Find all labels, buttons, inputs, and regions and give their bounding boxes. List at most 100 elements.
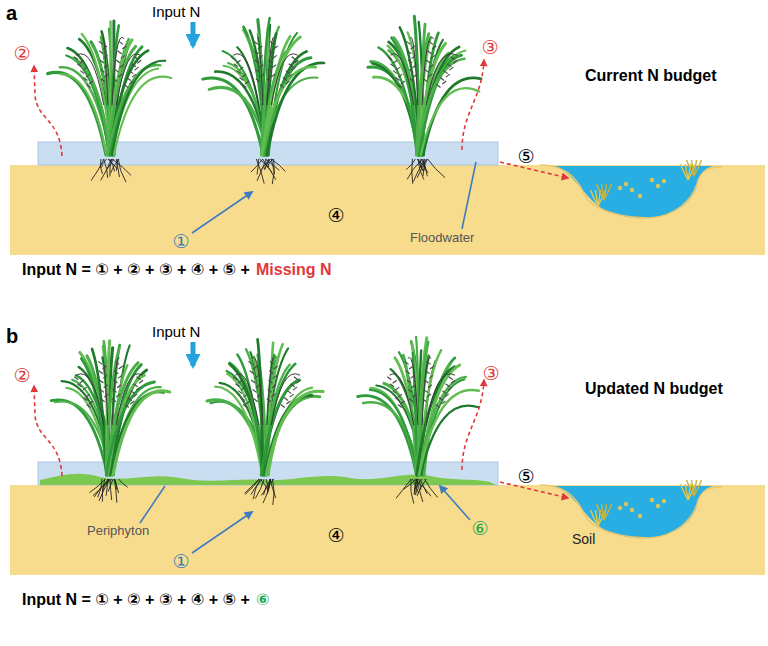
aquatic-frond bbox=[602, 184, 605, 200]
rice-panicle bbox=[231, 54, 259, 105]
rice-grain bbox=[441, 401, 445, 404]
rice-grain bbox=[84, 398, 88, 401]
rice-grain bbox=[291, 384, 295, 387]
rice-grain bbox=[257, 394, 261, 397]
rice-panicle bbox=[387, 374, 413, 425]
rice-grain bbox=[287, 391, 291, 394]
rice-leaf bbox=[265, 396, 319, 475]
algae-dot bbox=[638, 514, 642, 518]
rice-grain bbox=[113, 380, 117, 383]
rice-leaf bbox=[114, 77, 171, 155]
rice-grain bbox=[270, 361, 274, 364]
rice-grain bbox=[444, 71, 448, 74]
rice-grain bbox=[428, 385, 432, 388]
rice-grain bbox=[293, 387, 297, 390]
root bbox=[417, 159, 426, 178]
rice-grain bbox=[104, 65, 108, 68]
rice-grain bbox=[243, 405, 247, 408]
root bbox=[260, 479, 268, 490]
rice-grain bbox=[258, 46, 262, 49]
rice-grain bbox=[406, 371, 410, 374]
rice-grain bbox=[99, 380, 103, 383]
rice-grain bbox=[448, 387, 452, 390]
loss-arrow bbox=[34, 386, 62, 476]
rice-grain bbox=[294, 377, 298, 380]
callout-number: ③ bbox=[482, 364, 499, 383]
rice-leaf bbox=[267, 51, 307, 155]
rice-grain bbox=[129, 81, 133, 84]
root bbox=[415, 479, 418, 494]
rice-grain bbox=[446, 384, 450, 387]
rice-grain bbox=[267, 399, 271, 402]
rice-grain bbox=[273, 375, 277, 378]
rice-grain bbox=[398, 405, 402, 408]
rice-grain bbox=[99, 371, 103, 374]
rice-plant bbox=[48, 21, 172, 182]
rice-grain bbox=[234, 64, 238, 67]
panicle-stem bbox=[252, 357, 263, 425]
rice-grain bbox=[440, 78, 444, 81]
part-label: Floodwater bbox=[410, 231, 474, 244]
panel-letter: a bbox=[6, 3, 17, 23]
rice-panicle bbox=[99, 37, 109, 105]
rice-grain bbox=[83, 67, 87, 70]
rice-grain bbox=[408, 60, 412, 63]
rice-grain bbox=[122, 46, 126, 49]
rice-leaf bbox=[421, 406, 479, 475]
rice-grain bbox=[409, 366, 413, 369]
rice-panicle bbox=[388, 54, 414, 105]
panicle-stem bbox=[408, 357, 418, 425]
rice-grain bbox=[99, 51, 103, 54]
root bbox=[265, 159, 279, 170]
soil bbox=[10, 485, 765, 575]
rice-leaf bbox=[420, 365, 459, 475]
rice-leaf bbox=[267, 63, 324, 155]
aquatic-frond bbox=[692, 160, 695, 176]
rice-grain bbox=[413, 74, 417, 77]
callout-number: ④ bbox=[327, 526, 344, 545]
pointer-arrow bbox=[192, 192, 252, 233]
rice-grain bbox=[280, 85, 284, 88]
rice-grain bbox=[285, 81, 289, 84]
algae-dot bbox=[624, 182, 628, 186]
rice-grain bbox=[254, 375, 258, 378]
rice-leaf bbox=[48, 72, 106, 155]
rice-grain bbox=[412, 385, 416, 388]
rice-grain bbox=[246, 401, 250, 404]
panicle-stem bbox=[233, 54, 258, 105]
rice-grain bbox=[268, 380, 272, 383]
rice-grain bbox=[231, 57, 235, 60]
leader-line bbox=[140, 486, 165, 523]
rice-grain bbox=[119, 65, 123, 68]
part-label: Soil bbox=[572, 532, 595, 546]
rice-grain bbox=[86, 394, 90, 397]
algae-dot bbox=[656, 504, 660, 508]
aquatic-frond bbox=[604, 184, 612, 200]
rice-grain bbox=[412, 55, 416, 58]
rice-grain bbox=[113, 79, 117, 82]
rice-leaf bbox=[423, 358, 455, 475]
rice-panicle bbox=[267, 357, 278, 425]
root bbox=[403, 479, 416, 489]
panicle-stem bbox=[271, 54, 297, 105]
rice-grain bbox=[256, 79, 260, 82]
rice-panicle bbox=[254, 37, 264, 105]
rice-grain bbox=[114, 371, 118, 374]
rice-plant bbox=[51, 341, 170, 503]
input-arrow bbox=[191, 22, 196, 46]
panicle-stem bbox=[390, 374, 414, 425]
rice-grain bbox=[288, 74, 292, 77]
loss-arrow bbox=[462, 60, 484, 150]
rice-grain bbox=[407, 51, 411, 54]
panicle-stem bbox=[116, 374, 142, 425]
algae-dot bbox=[656, 184, 660, 188]
rice-grain bbox=[422, 399, 426, 402]
callout-number: ① bbox=[172, 232, 189, 251]
rice-leaf bbox=[223, 51, 266, 155]
rice-grain bbox=[284, 398, 288, 401]
root bbox=[251, 479, 262, 495]
algae-dot bbox=[662, 179, 666, 183]
rice-grain bbox=[119, 41, 123, 44]
rice-leaf bbox=[269, 33, 297, 155]
root bbox=[425, 479, 438, 498]
